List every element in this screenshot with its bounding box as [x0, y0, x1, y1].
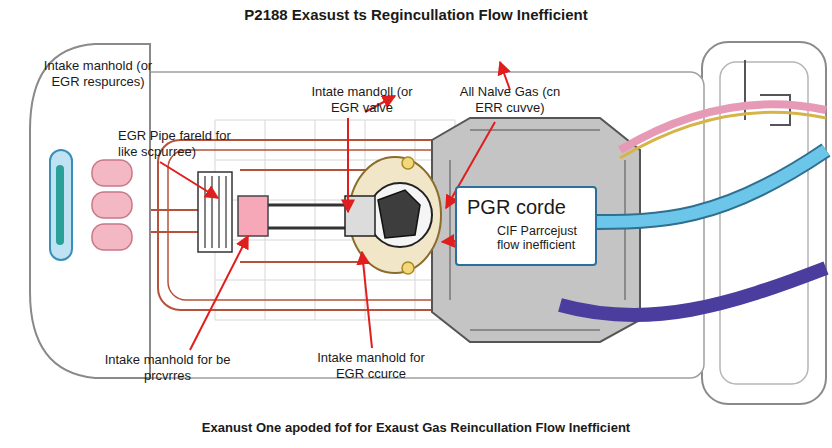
radiator-cell	[92, 224, 132, 250]
return-pipe	[560, 268, 826, 315]
intake-grille	[198, 172, 232, 252]
callout-label: EGR Pipe fareld for like scpurree)	[118, 128, 236, 159]
callout-label: Intake manhold for be prcvrres	[100, 352, 235, 383]
valve-bolt	[402, 262, 414, 274]
diagram-title: P2188 Exasust ts Regincullation Flow Ine…	[0, 6, 832, 24]
rear-bracket	[745, 60, 790, 125]
callout-label: Intake manhold for EGR ccurce	[305, 350, 437, 381]
leader-arrow	[160, 162, 218, 198]
headlight-bar	[56, 165, 64, 245]
callout-label: Intake manhold (or EGR respurces)	[38, 58, 158, 89]
egr-pipe	[150, 170, 380, 262]
leader-arrow	[362, 252, 372, 348]
front-bumper	[30, 44, 150, 378]
exhaust-pipe	[590, 150, 826, 222]
valve-body	[345, 196, 375, 236]
diagram-caption: Exanust One apoded fof for Exaust Gas Re…	[0, 420, 832, 436]
leader-arrow	[190, 236, 248, 350]
headlight	[50, 150, 72, 260]
hose-pink	[620, 104, 826, 150]
exhaust-pipe-outline	[590, 150, 826, 222]
engine-ribs	[450, 130, 625, 330]
callout-label: Intate mandoll (or EGR valve	[298, 84, 426, 115]
hose-gold	[620, 112, 826, 158]
egr-valve	[368, 183, 432, 247]
valve-actuator	[378, 190, 420, 238]
radiator-cell	[92, 192, 132, 218]
grille-fins	[205, 176, 226, 248]
egr-pipe-loop	[158, 140, 458, 310]
rear-bumper	[702, 42, 826, 404]
valve-bolt	[402, 157, 414, 169]
code-note: CIF Parrcejust flow inefficient	[497, 224, 593, 253]
leader-arrow	[347, 118, 349, 212]
radiator-cell	[92, 160, 132, 186]
callout-label: All Nalve Gas (cn ERR cuvve)	[455, 84, 565, 115]
egr-cooler	[238, 196, 268, 236]
valve-rod	[268, 205, 345, 228]
egr-pipe-loop-inner	[168, 150, 448, 300]
code-box: PGR cordeCIF Parrcejust flow inefficient	[455, 186, 597, 266]
code-title: PGR corde	[467, 196, 592, 219]
